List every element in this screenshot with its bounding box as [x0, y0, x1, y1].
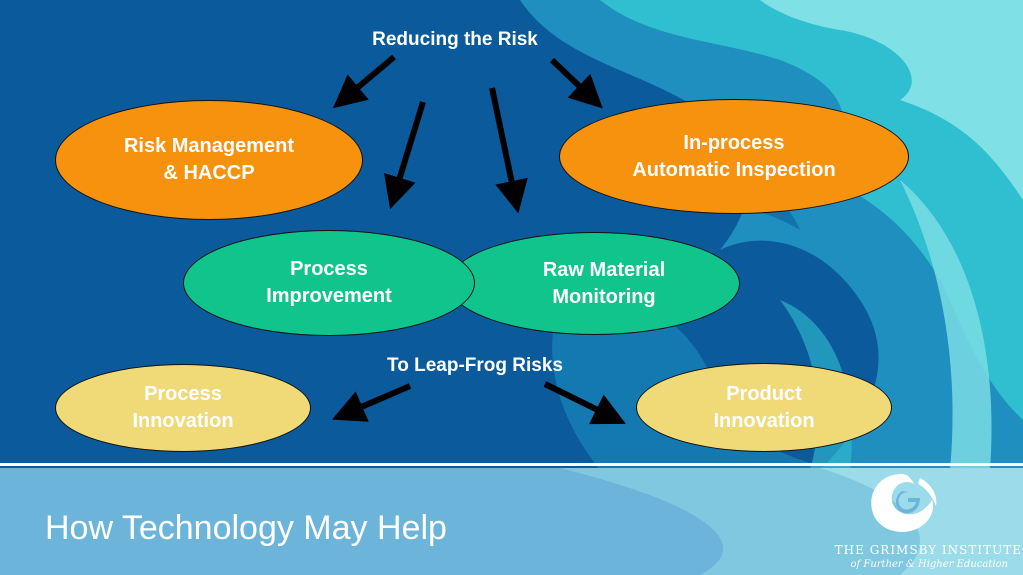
- footer-band: [0, 463, 1023, 575]
- node-inprocess-inspection: In-process Automatic Inspection: [559, 99, 909, 214]
- node-process-improvement-label: Process Improvement: [266, 258, 392, 307]
- header-top: Reducing the Risk: [372, 29, 538, 50]
- node-raw-material-label: Raw Material Monitoring: [542, 258, 666, 308]
- logo-name: THE GRIMSBY INSTITUTE: [834, 543, 1022, 557]
- node-product-innovation-label: Product Innovation: [713, 382, 815, 432]
- node-process-innovation: Process Innovation: [55, 364, 311, 452]
- arrow-to-inprocess-inspection: [549, 57, 603, 109]
- arrow-to-process-improvement: [383, 101, 426, 210]
- node-inprocess-inspection-label: In-process Automatic Inspection: [632, 131, 836, 181]
- arrow-to-product-innovation: [543, 381, 626, 425]
- arrow-to-risk-management: [332, 54, 396, 109]
- node-process-improvement: Process Improvement: [183, 230, 475, 336]
- arrow-to-process-innovation: [331, 383, 412, 422]
- node-raw-material: Raw Material Monitoring: [448, 232, 740, 335]
- grimsby-logo-icon: [871, 474, 937, 532]
- arrow-to-raw-material: [489, 87, 528, 214]
- node-risk-management-label: Risk Management & HACCP: [123, 135, 295, 184]
- footer-title: How Technology May Help: [45, 509, 447, 547]
- node-product-innovation: Product Innovation: [636, 363, 892, 452]
- header-bottom: To Leap-Frog Risks: [387, 355, 563, 376]
- logo-subtitle: of Further & Higher Education: [850, 559, 1009, 570]
- node-risk-management: Risk Management & HACCP: [55, 100, 363, 220]
- node-process-innovation-label: Process Innovation: [132, 383, 234, 432]
